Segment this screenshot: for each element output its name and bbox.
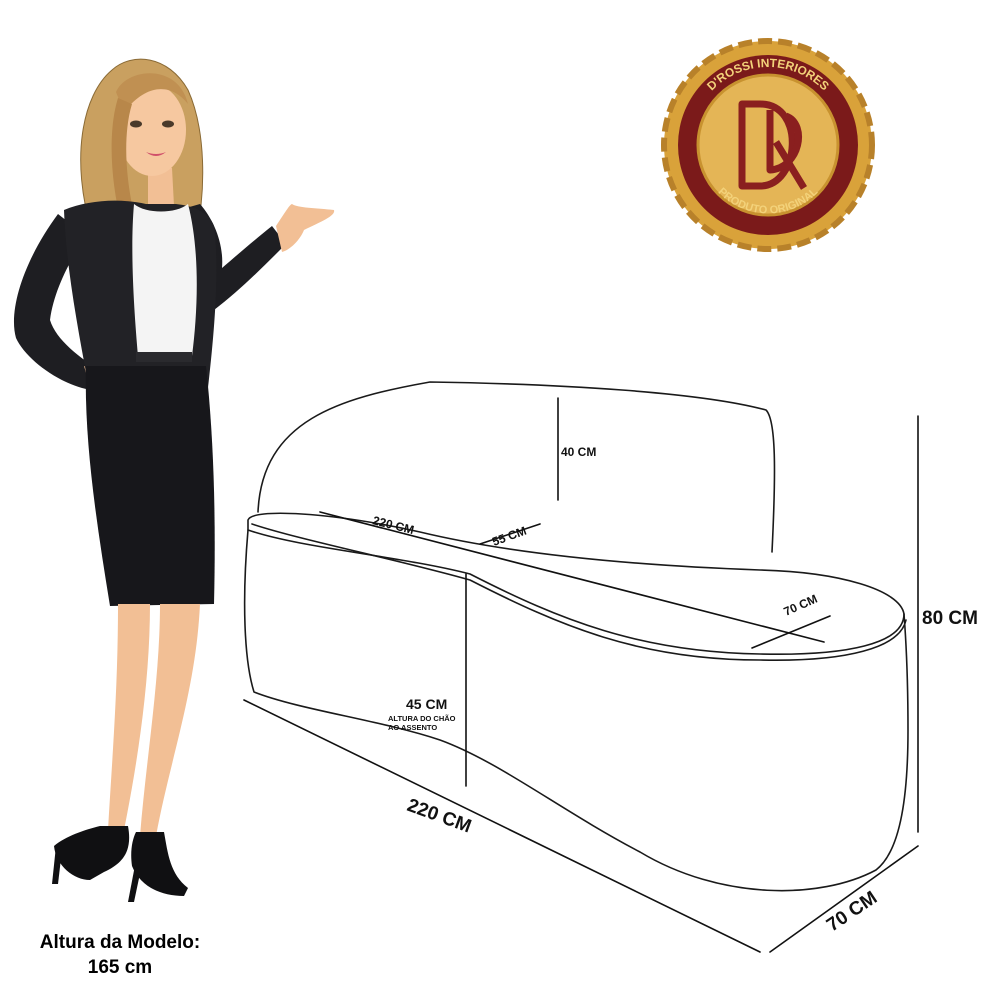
backrest-height-label: 40 CM	[561, 445, 596, 459]
model-height-caption: Altura da Modelo: 165 cm	[4, 930, 236, 980]
model-caption-line1: Altura da Modelo:	[39, 932, 201, 953]
seat-height-label: 45 CM	[406, 696, 447, 712]
dimension-labels: 40 CM 220 CM 55 CM 70 CM 80 CM 45 CM ALT…	[371, 445, 978, 936]
seat-depth-end-label: 70 CM	[782, 592, 820, 619]
model-caption-line2: 165 cm	[87, 957, 153, 978]
seat-height-note-line2: AO ASSENTO	[388, 723, 437, 732]
seat-width-label: 220 CM	[371, 513, 415, 537]
total-width-label: 220 CM	[404, 795, 474, 837]
dimension-lines	[243, 397, 919, 953]
total-depth-label: 70 CM	[823, 887, 881, 936]
sofa-outline	[243, 381, 909, 892]
brand-logo-icon	[738, 100, 807, 190]
seat-height-note-line1: ALTURA DO CHÃO	[388, 714, 456, 723]
total-height-label: 80 CM	[922, 608, 978, 629]
seat-depth-mid-label: 55 CM	[490, 524, 528, 549]
brand-seal: D'ROSSI INTERIORES PRODUTO ORIGINAL	[661, 38, 875, 252]
model-illustration	[13, 58, 335, 902]
